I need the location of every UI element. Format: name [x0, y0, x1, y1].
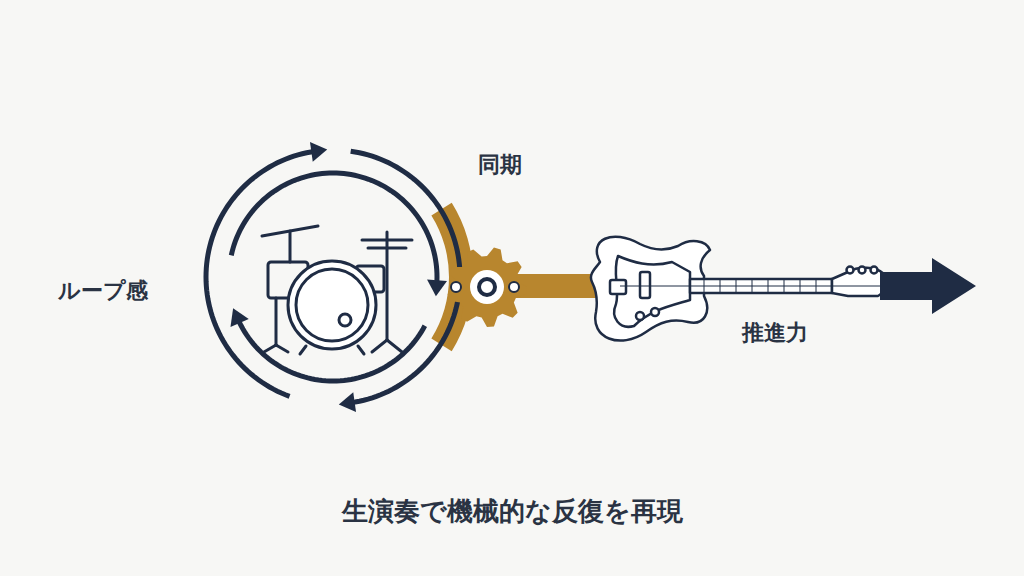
loop-arrowhead — [310, 142, 327, 162]
callout-label: 同期 — [478, 150, 522, 180]
callout-label: 推進力 — [742, 318, 808, 348]
gear — [448, 248, 527, 327]
callout-label: ループ感 — [58, 276, 148, 306]
thrust-arrow — [880, 258, 976, 314]
gear-axle — [479, 279, 495, 295]
loop-arrowhead — [230, 308, 248, 327]
drum-kit — [262, 226, 412, 354]
loop-arrowhead — [427, 280, 447, 297]
bass-guitar — [591, 237, 886, 341]
gear-pin — [509, 282, 519, 292]
caption: 生演奏で機械的な反復を再現 — [342, 494, 683, 529]
loop-arrowhead — [339, 392, 356, 412]
gear-hub — [470, 270, 504, 304]
gear-pin — [451, 282, 461, 292]
